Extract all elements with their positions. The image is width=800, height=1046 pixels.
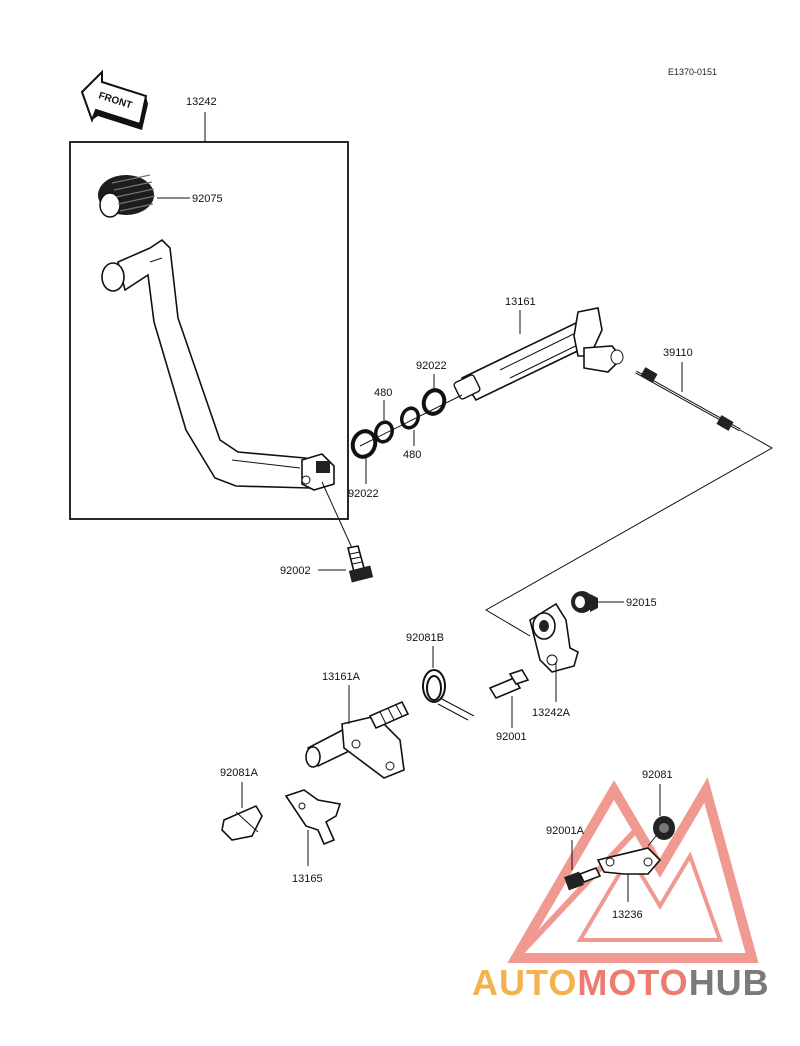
label-39110: 39110 — [663, 347, 693, 359]
label-13161A: 13161A — [322, 671, 361, 683]
label-480-bottom: 480 — [403, 449, 421, 461]
label-92022-bottom: 92022 — [348, 488, 379, 500]
plate-13165-part — [284, 789, 342, 846]
circlip-480-top-part — [373, 420, 395, 444]
label-92001: 92001 — [496, 731, 527, 743]
washer-92022-top-part — [421, 388, 447, 416]
watermark-part-moto: MOTO — [577, 962, 688, 1003]
shift-pedal-group-frame — [69, 141, 349, 520]
watermark-text: AUTOMOTOHUB — [472, 962, 770, 1003]
circlip-480-bottom-part — [399, 406, 421, 430]
label-92002: 92002 — [280, 565, 311, 577]
pin-92001-part — [488, 669, 530, 700]
label-92022-top: 92022 — [416, 360, 447, 372]
label-92081B: 92081B — [406, 632, 444, 644]
watermark-part-auto: AUTO — [472, 962, 577, 1003]
label-92015: 92015 — [626, 597, 657, 609]
label-13165: 13165 — [292, 873, 323, 885]
diagram-reference-code: E1370-0151 — [668, 67, 717, 77]
bolt-92002-part — [347, 545, 374, 583]
shift-shaft-assy-13161A-part — [305, 700, 410, 779]
nut-92015-part — [571, 591, 598, 613]
return-spring-92081B-part — [422, 669, 475, 721]
label-92001A: 92001A — [546, 825, 585, 837]
washer-92022-bottom-part — [350, 429, 378, 459]
shift-lever-13242A-part — [529, 602, 579, 673]
label-13242: 13242 — [186, 96, 217, 108]
shift-shaft-part — [453, 307, 624, 402]
spring-92081A-part — [221, 804, 263, 841]
label-92081A: 92081A — [220, 767, 259, 779]
label-13242A: 13242A — [532, 707, 571, 719]
label-13236: 13236 — [612, 909, 643, 921]
front-arrow-icon: FRONT — [80, 69, 148, 130]
tie-rod-part — [635, 367, 741, 432]
label-92081: 92081 — [642, 769, 673, 781]
label-13161: 13161 — [505, 296, 536, 308]
spring-92081-part — [647, 816, 675, 847]
label-480-top: 480 — [374, 387, 392, 399]
pedal-rubber-part — [98, 174, 156, 218]
label-92075: 92075 — [192, 193, 223, 205]
shift-pedal-part — [101, 238, 335, 491]
watermark-part-hub: HUB — [689, 962, 770, 1003]
link-plate-13236-part — [596, 847, 662, 875]
bolt-92001A-part — [564, 866, 602, 891]
